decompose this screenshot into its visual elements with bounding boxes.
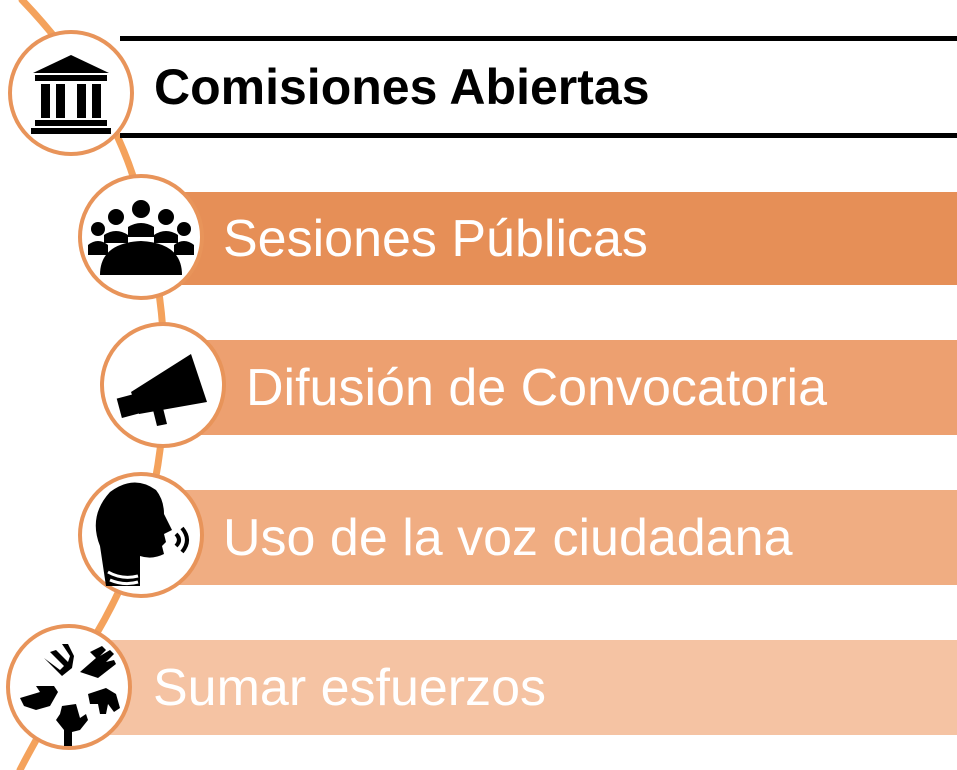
item-circle-4 (6, 624, 132, 750)
item-label: Uso de la voz ciudadana (223, 508, 793, 567)
meeting-people-icon (88, 200, 194, 275)
item-label: Sumar esfuerzos (153, 658, 547, 717)
item-label: Sesiones Públicas (223, 209, 648, 268)
item-bar-uso-voz-ciudadana: Uso de la voz ciudadana (148, 490, 957, 585)
title-text: Comisiones Abiertas (154, 59, 650, 115)
speaking-head-icon (95, 482, 189, 586)
title-circle (8, 30, 134, 156)
item-bar-sumar-esfuerzos: Sumar esfuerzos (75, 640, 957, 735)
item-bar-sesiones-publicas: Sesiones Públicas (148, 192, 957, 285)
megaphone-icon (116, 354, 207, 426)
item-circle-2 (100, 322, 226, 448)
joined-hands-icon (20, 644, 120, 746)
item-circle-1 (78, 174, 204, 300)
item-label: Difusión de Convocatoria (246, 358, 827, 417)
government-building-icon (31, 55, 111, 134)
title-bar: Comisiones Abiertas (120, 36, 957, 138)
item-bar-difusion-convocatoria: Difusión de Convocatoria (168, 340, 957, 435)
item-circle-3 (78, 472, 204, 598)
